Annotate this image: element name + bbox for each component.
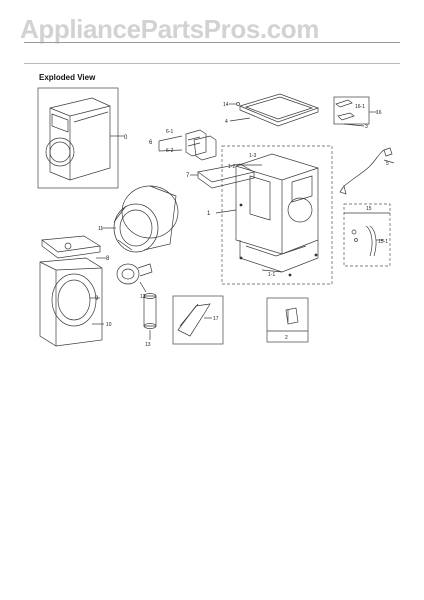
watermark-logo: AppliancePartsPros.com — [20, 14, 319, 44]
part-1-dashed-frame — [221, 145, 333, 285]
part-15-hose — [351, 225, 377, 257]
part-15-dashed-frame — [343, 203, 391, 267]
callout-16: 16 — [376, 110, 382, 116]
callout-15-1: 15-1 — [378, 239, 388, 245]
section-rule — [24, 63, 400, 64]
callout-2: 2 — [285, 335, 288, 341]
callout-17: 17 — [213, 316, 219, 322]
callout-12: 12 — [140, 294, 146, 300]
part-1-cabinet — [235, 153, 319, 273]
part-5-power-cord — [339, 147, 393, 195]
callout-14: 14 — [223, 102, 229, 108]
callout-6: 6 — [149, 140, 153, 146]
callout-3: 3 — [365, 124, 368, 130]
callout-8: 8 — [106, 256, 110, 262]
callout-1-1: 1-1 — [268, 272, 275, 278]
callout-16-1: 16-1 — [355, 104, 365, 110]
callout-1-3: 1-3 — [249, 153, 256, 159]
part-2-frame — [266, 297, 309, 343]
part-0-dryer — [45, 97, 111, 181]
callout-10: 10 — [106, 322, 112, 328]
part-8-control-panel — [41, 235, 101, 259]
part-7-duct — [197, 163, 255, 189]
callout-1: 1 — [207, 211, 211, 217]
callout-15: 15 — [366, 206, 372, 212]
callout-6-2: 6-2 — [166, 148, 173, 154]
callout-7: 7 — [186, 173, 190, 179]
part-11-drum — [113, 185, 179, 253]
section-title: Exploded View — [39, 73, 96, 82]
callout-9: 9 — [95, 296, 99, 302]
part-13-duct — [143, 293, 157, 329]
callout-11: 11 — [98, 226, 103, 232]
part-2-bracket — [285, 307, 299, 325]
callout-6-1: 6-1 — [166, 129, 173, 135]
part-9-door — [51, 273, 97, 327]
part-12-blower — [116, 263, 153, 285]
part-16-parts — [333, 96, 370, 125]
part-17-filter — [177, 303, 211, 337]
callout-4: 4 — [225, 119, 228, 125]
part-10-front-panel — [39, 257, 103, 347]
part-0-frame — [37, 87, 119, 189]
callout-5: 5 — [386, 161, 389, 167]
screw-dots — [239, 203, 318, 277]
callout-0: 0 — [124, 135, 128, 141]
part-14-screw — [236, 102, 240, 106]
callout-13: 13 — [145, 342, 151, 348]
part-6-connectors — [185, 129, 217, 161]
header-rule — [24, 42, 400, 43]
callout-1-2: 1-2 — [228, 164, 235, 170]
part-17-frame — [172, 295, 224, 345]
part-4-top-panel — [238, 93, 320, 127]
